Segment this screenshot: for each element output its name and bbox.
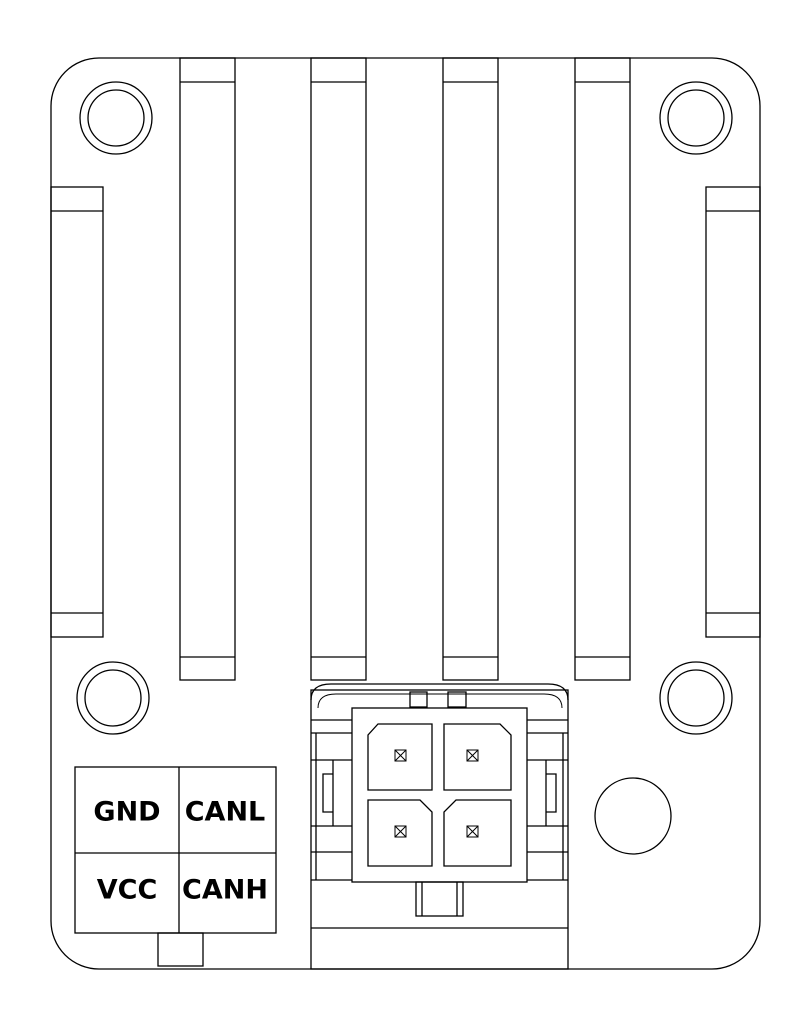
- pin-label-vcc: VCC: [97, 875, 158, 906]
- right-rail: [705, 186, 761, 638]
- heatsink-fin-3: [442, 57, 499, 681]
- connector-pin-3: [367, 799, 433, 867]
- left-rail: [50, 186, 104, 638]
- pin-label-canl: CANL: [185, 797, 266, 828]
- heatsink-fin-4: [574, 57, 631, 681]
- mounting-hole-top-right: [659, 81, 733, 155]
- pin-label-canh: CANH: [182, 875, 268, 906]
- pin-label-gnd: GND: [93, 797, 160, 828]
- heatsink-fin-1: [179, 57, 236, 681]
- mounting-hole-bottom-right: [659, 661, 733, 735]
- connector-housing: [310, 683, 569, 970]
- mounting-hole-bottom-left: [76, 661, 150, 735]
- pinout-label-table: GND CANL VCC CANH: [74, 766, 277, 967]
- led-window: [594, 777, 672, 855]
- connector-pin-4: [443, 799, 512, 867]
- connector-pin-1: [367, 723, 433, 791]
- heatsink-fin-2: [310, 57, 367, 681]
- connector-pin-2: [443, 723, 512, 791]
- mounting-hole-top-left: [79, 81, 153, 155]
